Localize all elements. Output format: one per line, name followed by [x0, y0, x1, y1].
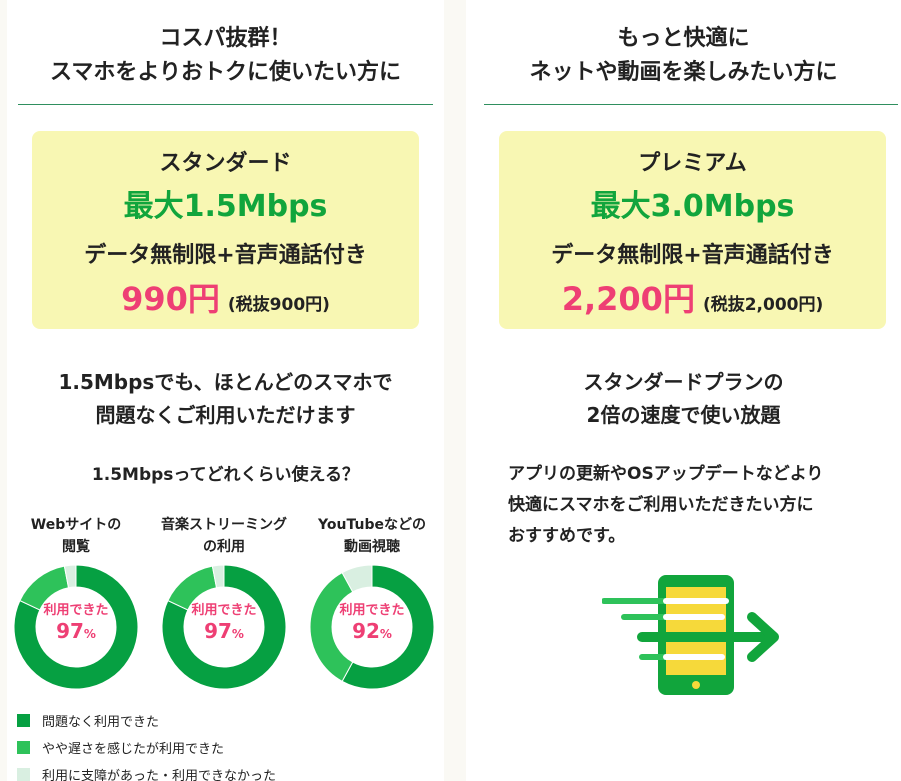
- donut-caption: 利用できた: [43, 603, 109, 618]
- donut-web: Webサイトの 閲覧 利用できた 97%: [11, 514, 141, 690]
- premium-subheading-line2: 2倍の速度で使い放題: [586, 403, 781, 427]
- legend-text: やや遅さを感じたが利用できた: [42, 742, 225, 757]
- price-amount: 2,200円: [561, 280, 695, 318]
- donut-label-line1: 音楽ストリーミング: [161, 517, 287, 533]
- standard-plan-card: スタンダード 最大1.5Mbps データ無制限+音声通話付き 990円 (税抜90…: [32, 131, 419, 329]
- legend-swatch: [17, 741, 30, 754]
- premium-description-line1: アプリの更新やOSアップデートなどより: [508, 464, 824, 484]
- donut-label-line2: 閲覧: [62, 539, 90, 555]
- plan-name: スタンダード: [159, 151, 292, 176]
- fast-phone-icon: [602, 575, 779, 695]
- standard-heading: コスパ抜群！ スマホをよりおトクに使いたい方に: [7, 22, 444, 90]
- plan-speed: 最大1.5Mbps: [123, 189, 328, 224]
- standard-plan-column: コスパ抜群！ スマホをよりおトクに使いたい方に スタンダード 最大1.5Mbps…: [7, 0, 444, 781]
- donut-label-line2: 動画視聴: [344, 539, 400, 555]
- standard-heading-line2: スマホをよりおトクに使いたい方に: [50, 60, 401, 85]
- donut-center-text: 利用できた 97%: [159, 602, 289, 645]
- legend-item-fail: 利用に支障があった・利用できなかった: [17, 765, 276, 781]
- donut-hole: [184, 587, 264, 667]
- premium-subheading: スタンダードプランの 2倍の速度で使い放題: [466, 366, 901, 432]
- premium-description-line3: おすすめです。: [508, 526, 626, 546]
- donut-hole: [332, 587, 412, 667]
- price-tax-note: (税抜2,000円): [702, 295, 824, 315]
- donut-label: Webサイトの 閲覧: [11, 514, 141, 562]
- premium-plan-column: もっと快適に ネットや動画を楽しみたい方に プレミアム 最大3.0Mbps デー…: [466, 0, 901, 781]
- donut-label-line1: Webサイトの: [30, 517, 122, 533]
- legend-swatch: [17, 714, 30, 727]
- donut-percent: 92: [352, 619, 380, 643]
- legend-item-no-issue: 問題なく利用できた: [17, 711, 159, 730]
- premium-heading: もっと快適に ネットや動画を楽しみたい方に: [466, 22, 901, 90]
- legend-item-slow: やや遅さを感じたが利用できた: [17, 738, 224, 757]
- donut-center-text: 利用できた 92%: [307, 602, 437, 645]
- donut-hole: [36, 587, 116, 667]
- price-amount: 990円: [121, 280, 220, 318]
- donut-label: 音楽ストリーミング の利用: [159, 514, 289, 562]
- donut-chart: [161, 564, 287, 690]
- donut-caption: 利用できた: [339, 603, 405, 618]
- donut-label-line2: の利用: [203, 539, 245, 555]
- legend-text: 問題なく利用できた: [42, 715, 160, 730]
- donut-label-line1: YouTubeなどの: [318, 517, 426, 533]
- donut-center-text: 利用できた 97%: [11, 602, 141, 645]
- plan-name: プレミアム: [638, 151, 747, 176]
- premium-plan-card: プレミアム 最大3.0Mbps データ無制限+音声通話付き 2,200円 (税抜2…: [499, 131, 886, 329]
- legend-swatch: [17, 768, 30, 781]
- standard-heading-line1: コスパ抜群！: [159, 26, 292, 51]
- donut-unit: %: [83, 627, 96, 641]
- donut-unit: %: [379, 627, 392, 641]
- premium-subheading-line1: スタンダードプランの: [583, 370, 784, 394]
- plan-price: 990円 (税抜900円): [32, 274, 419, 320]
- plan-description: データ無制限+音声通話付き: [551, 243, 834, 268]
- standard-subheading-line2: 問題なくご利用いただけます: [95, 403, 356, 427]
- donut-percent: 97: [204, 619, 232, 643]
- plan-price: 2,200円 (税抜2,000円): [499, 274, 886, 320]
- donut-chart: [13, 564, 139, 690]
- usage-question: 1.5Mbpsってどれくらい使える？: [91, 465, 360, 485]
- divider: [484, 104, 898, 105]
- donut-percent: 97: [56, 619, 84, 643]
- plan-speed: 最大3.0Mbps: [590, 189, 795, 224]
- donut-caption: 利用できた: [191, 603, 257, 618]
- donut-label: YouTubeなどの 動画視聴: [307, 514, 437, 562]
- donut-chart: [309, 564, 435, 690]
- standard-subheading-line1: 1.5Mbpsでも、ほとんどのスマホで: [58, 370, 393, 394]
- premium-description-line2: 快適にスマホをご利用いただきたい方に: [508, 495, 814, 515]
- donut-unit: %: [231, 627, 244, 641]
- premium-heading-line1: もっと快適に: [617, 26, 750, 51]
- donut-music: 音楽ストリーミング の利用 利用できた 97%: [159, 514, 289, 690]
- premium-heading-line2: ネットや動画を楽しみたい方に: [529, 60, 838, 85]
- standard-subheading: 1.5Mbpsでも、ほとんどのスマホで 問題なくご利用いただけます: [7, 366, 444, 432]
- legend-text: 利用に支障があった・利用できなかった: [42, 769, 277, 781]
- price-tax-note: (税抜900円): [227, 295, 330, 315]
- premium-description: アプリの更新やOSアップデートなどより 快適にスマホをご利用いただきたい方に お…: [466, 459, 901, 552]
- plan-description: データ無制限+音声通話付き: [84, 243, 367, 268]
- donut-video: YouTubeなどの 動画視聴 利用できた 92%: [307, 514, 437, 690]
- divider: [18, 104, 433, 105]
